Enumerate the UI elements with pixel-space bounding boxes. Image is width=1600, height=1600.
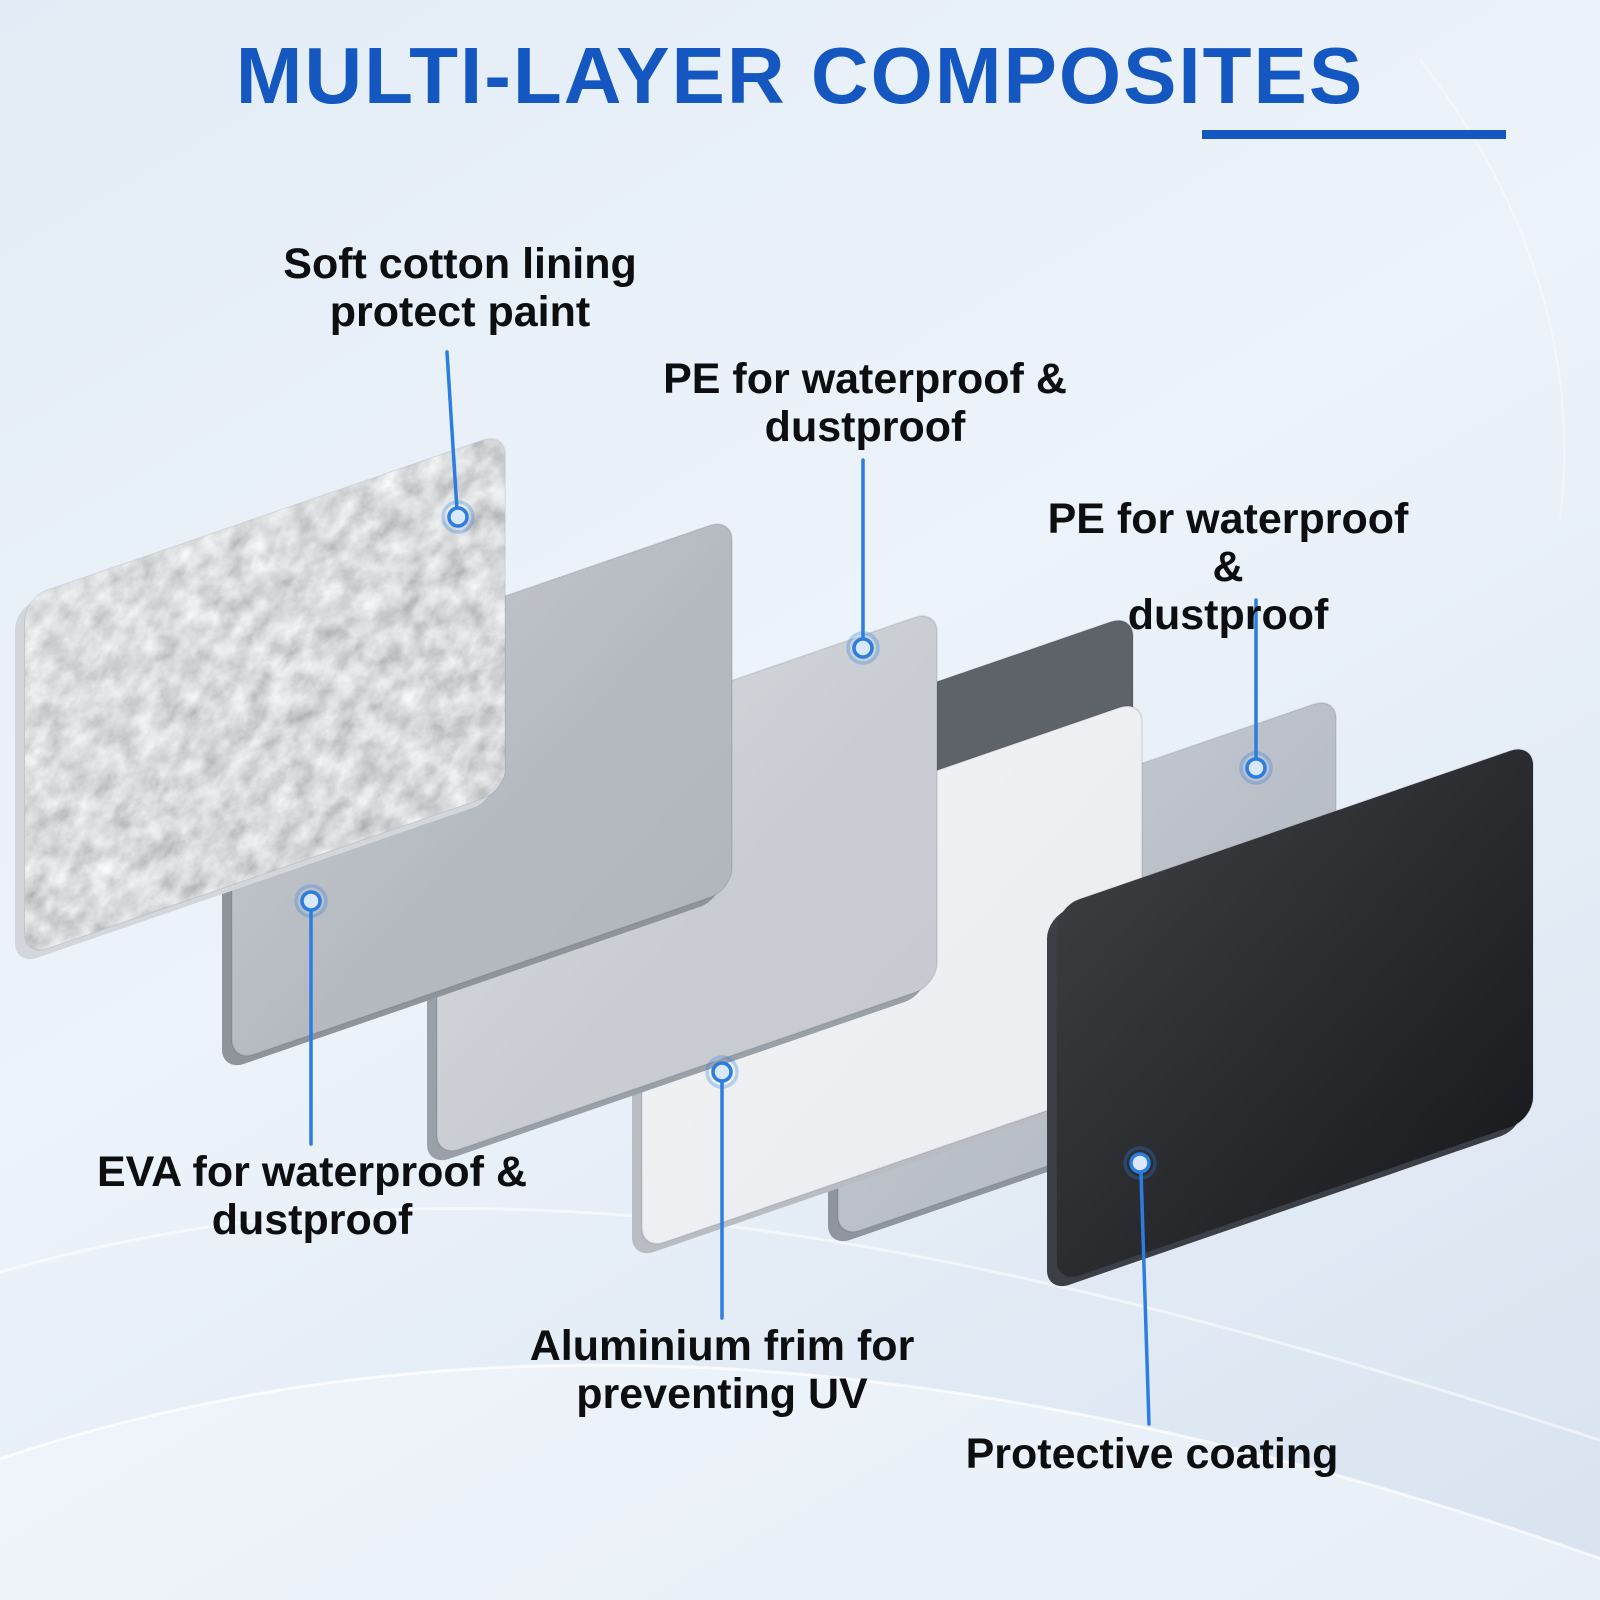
callout-dot [300, 890, 322, 912]
panel-sheen [25, 439, 505, 950]
callout-label-pe-right: PE for waterproof & dustproof [1047, 495, 1409, 640]
callout-line [1139, 1170, 1151, 1426]
callout-dot [1129, 1152, 1151, 1174]
background-wash [0, 1365, 1600, 1600]
layer-soft-cotton-lining [15, 438, 506, 960]
callout-dot [447, 506, 469, 528]
callout-dot [294, 884, 328, 918]
callout-pointers [294, 350, 1273, 1426]
page-title: MULTI-LAYER COMPOSITES [235, 31, 1365, 120]
callout-dot [846, 631, 880, 665]
background-curve [1419, 59, 1566, 521]
callout-dot [441, 500, 475, 534]
callout-label-soft-cotton: Soft cotton lining protect paint [283, 240, 637, 337]
callout-dot [711, 1061, 733, 1083]
panel-sheen [1057, 749, 1533, 1277]
callout-line [445, 350, 459, 512]
layer-protective-coating [1047, 748, 1534, 1287]
callout-label-protective-coating: Protective coating [965, 1430, 1339, 1478]
title-underline [1202, 130, 1506, 139]
callout-dot [852, 637, 874, 659]
callout-dot [1245, 757, 1267, 779]
callout-dot [1239, 751, 1273, 785]
callout-label-pe-top: PE for waterproof & dustproof [663, 355, 1067, 452]
callout-dot [705, 1055, 739, 1089]
callout-label-aluminium: Aluminium frim for preventing UV [529, 1322, 915, 1419]
callout-label-eva: EVA for waterproof & dustproof [96, 1148, 528, 1245]
callout-dot [1123, 1146, 1157, 1180]
background-curve [0, 1363, 1600, 1561]
